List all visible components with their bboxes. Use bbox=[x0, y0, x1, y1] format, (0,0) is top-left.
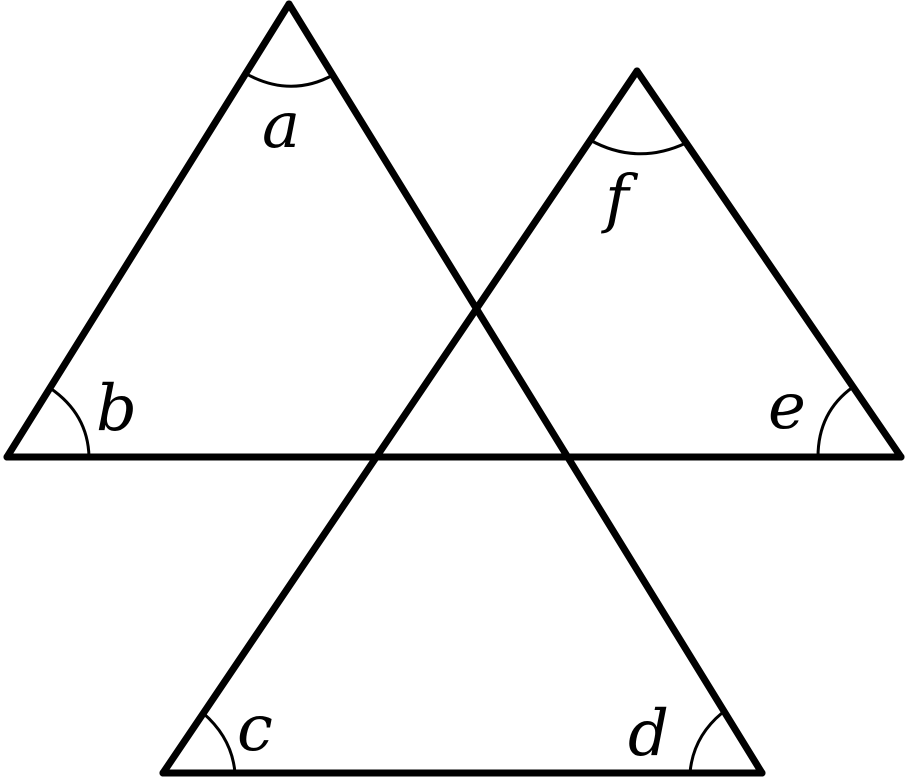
angle-arc-c bbox=[202, 711, 237, 774]
angle-arc-e bbox=[816, 385, 854, 458]
right-triangle-left-side bbox=[159, 67, 641, 777]
angle-arc-a bbox=[242, 70, 334, 88]
angle-label-b: b bbox=[96, 372, 137, 446]
angle-arc-b bbox=[49, 386, 91, 458]
right-triangle bbox=[159, 67, 905, 777]
angle-label-d: d bbox=[628, 697, 669, 771]
right-triangle-right-side bbox=[633, 67, 905, 461]
left-triangle-right-side bbox=[285, 0, 766, 777]
angle-label-f: f bbox=[601, 162, 639, 236]
angle-arc-d bbox=[688, 711, 723, 774]
left-triangle-left-side bbox=[3, 0, 293, 461]
angle-label-c: c bbox=[237, 692, 273, 766]
angle-label-e: e bbox=[768, 370, 806, 444]
angle-arc-f bbox=[589, 138, 687, 156]
angle-label-a: a bbox=[262, 89, 300, 163]
left-triangle bbox=[3, 0, 766, 777]
